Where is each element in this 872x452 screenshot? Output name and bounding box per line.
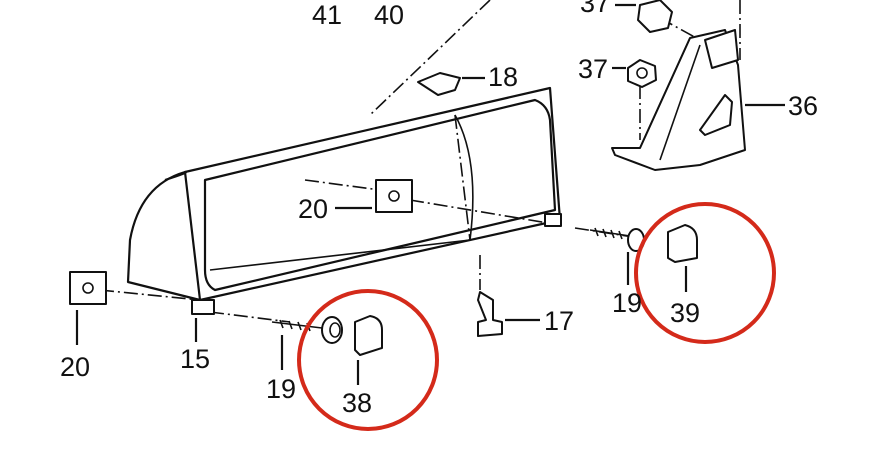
mount-tab-right [544, 213, 562, 227]
label-18: 18 [488, 62, 518, 92]
leader-line-vertical [454, 114, 471, 241]
label-38: 38 [342, 388, 372, 418]
label-15: 15 [180, 344, 210, 374]
speed-nut-20-left [69, 271, 107, 305]
grommet-17 [477, 291, 540, 337]
highlight-circle-39 [634, 202, 776, 344]
label-41: 41 [312, 0, 342, 30]
label-19-right: 19 [612, 288, 642, 318]
cap-39 [667, 224, 698, 263]
label-40: 40 [374, 0, 404, 30]
mount-tab-left [191, 299, 215, 315]
leader-line-41-40 [369, 0, 491, 116]
label-39: 39 [670, 298, 700, 328]
instrument-housing [126, 86, 562, 315]
leader-line-20-upper [304, 179, 381, 191]
nut-37-top [637, 0, 673, 33]
leader-line-20-left [99, 289, 201, 301]
label-20-center: 20 [298, 194, 328, 224]
bracket-36 [611, 29, 746, 171]
speed-nut-20-center [375, 179, 413, 213]
leader-line-19-left [209, 311, 291, 323]
label-37-top: 37 [580, 0, 610, 18]
label-17: 17 [544, 306, 574, 336]
label-20-left: 20 [60, 352, 90, 382]
highlight-circle-38 [297, 289, 439, 431]
cap-38 [354, 315, 383, 356]
screw-19-left [271, 316, 343, 370]
label-19-left: 19 [266, 374, 296, 404]
nut-37 [627, 59, 657, 88]
label-37: 37 [578, 54, 608, 84]
leader-line-20-center [409, 199, 561, 226]
label-36: 36 [788, 91, 818, 121]
clip-18 [417, 72, 461, 96]
